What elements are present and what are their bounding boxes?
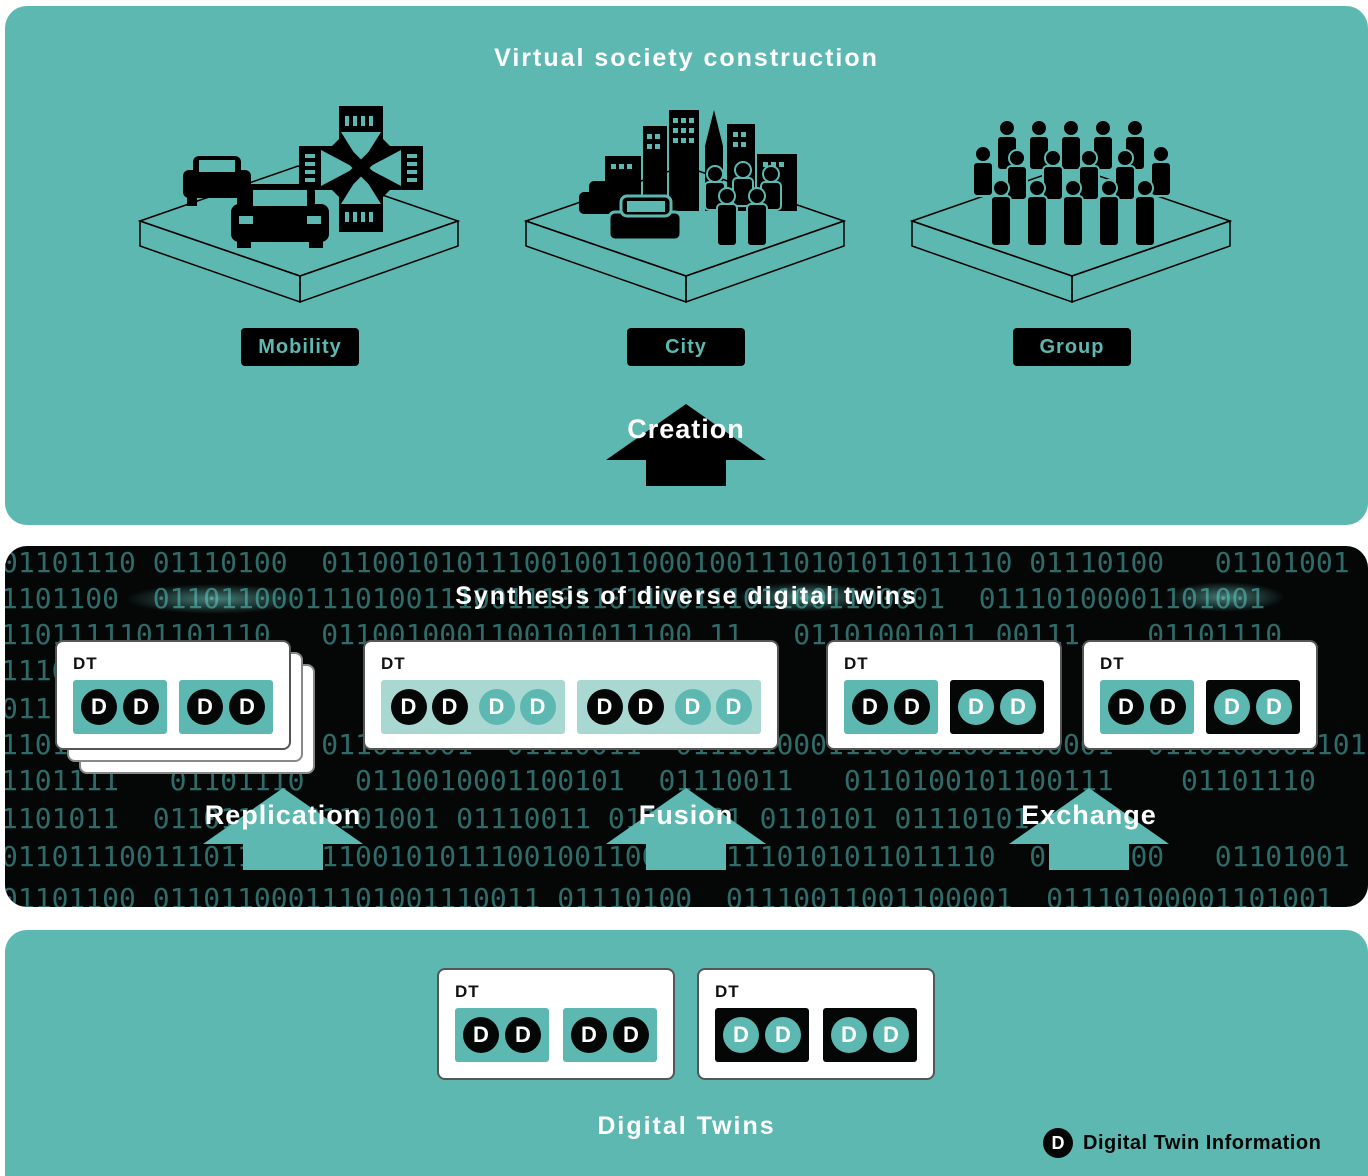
digital-twin-info-icon: D (873, 1017, 909, 1053)
virtual-society-title: Virtual society construction (494, 44, 879, 72)
legend: D Digital Twin Information (1043, 1128, 1321, 1158)
glow-effect (1165, 582, 1285, 612)
glow-effect (125, 584, 305, 614)
digital-twin-group: D D (1100, 680, 1194, 734)
synthesis-title: Synthesis of diverse digital twins (455, 582, 918, 610)
digital-twin-info-icon: D (1108, 689, 1144, 725)
digital-twin-group: D D (73, 680, 167, 734)
digital-twin-info-icon: D (81, 689, 117, 725)
digital-twin-info-icon: D (852, 689, 888, 725)
digital-twin-info-icon: D (505, 1017, 541, 1053)
digital-twin-info-icon: D (715, 689, 752, 725)
digital-twin-info-icon: D (627, 689, 664, 725)
creation-arrow (606, 404, 766, 486)
legend-d-icon: D (1043, 1128, 1073, 1158)
digital-twin-group: D D (179, 680, 273, 734)
digital-twins-panel: DT D D D D DT D D D D Digital Twins D Di… (5, 930, 1368, 1176)
digital-twin-info-icon: D (586, 689, 623, 725)
dt-label: DT (715, 982, 740, 1001)
digital-twin-info-icon: D (519, 689, 556, 725)
platform-label-city: City (627, 328, 745, 366)
digital-twin-info-icon: D (894, 689, 930, 725)
digital-twin-info-icon: D (1256, 689, 1292, 725)
dt-card-exchange-1: DT D D D D (826, 640, 1062, 750)
dt-card-exchange-2: DT D D D D (1082, 640, 1318, 750)
digital-twin-info-icon: D (831, 1017, 867, 1053)
dt-card-replication: DT D D D D (55, 640, 291, 750)
digital-twin-info-icon: D (390, 689, 427, 725)
digital-twin-info-icon: D (613, 1017, 649, 1053)
digital-twin-group: D D (563, 1008, 657, 1062)
digital-twin-group: D D (715, 1008, 809, 1062)
platforms-illustration (137, 106, 1233, 486)
digital-twin-group: D D D D (577, 680, 761, 734)
digital-twin-info-icon: D (723, 1017, 759, 1053)
digital-twin-group: D D (1206, 680, 1300, 734)
digital-twin-group: D D (823, 1008, 917, 1062)
legend-text: Digital Twin Information (1083, 1131, 1322, 1154)
dt-label: DT (73, 654, 98, 673)
digital-twin-info-icon: D (463, 1017, 499, 1053)
exchange-arrow (1009, 788, 1169, 870)
digital-twin-group: D D (844, 680, 938, 734)
digital-twin-info-icon: D (478, 689, 515, 725)
glow-effect (735, 582, 875, 612)
synthesis-panel: 01101110 01110100 0110010101110010011000… (5, 546, 1368, 907)
binary-line: 01101110 01110100 0110010101110010011000… (5, 546, 1350, 579)
digital-twin-info-icon: D (674, 689, 711, 725)
platform-label-group: Group (1013, 328, 1131, 366)
digital-twin-info-icon: D (1214, 689, 1250, 725)
dt-label: DT (844, 654, 869, 673)
platform-label-mobility: Mobility (241, 328, 359, 366)
exchange-label: Exchange (1021, 800, 1157, 830)
dt-label: DT (455, 982, 480, 1001)
digital-twin-info-icon: D (1150, 689, 1186, 725)
city-icon (579, 110, 797, 247)
digital-twin-info-icon: D (187, 689, 223, 725)
dt-card-base-2: DT D D D D (697, 968, 935, 1080)
replication-label: Replication (204, 800, 362, 830)
digital-twin-info-icon: D (958, 689, 994, 725)
digital-twin-group: D D (950, 680, 1044, 734)
synthesis-arrows (203, 788, 1169, 870)
fusion-arrow (606, 788, 766, 870)
mobility-icon (183, 106, 423, 248)
digital-twin-info-icon: D (431, 689, 468, 725)
digital-twin-info-icon: D (123, 689, 159, 725)
binary-line: 01101100 01101100011101001110011 0111010… (5, 882, 1333, 907)
digital-twin-info-icon: D (571, 1017, 607, 1053)
dt-card-fusion: DT D D D D D D D D (363, 640, 779, 750)
digital-twin-group: D D D D (381, 680, 565, 734)
digital-twin-group: D D (455, 1008, 549, 1062)
digital-twin-info-icon: D (1000, 689, 1036, 725)
dt-card-base-1: DT D D D D (437, 968, 675, 1080)
dt-label: DT (381, 654, 406, 673)
fusion-label: Fusion (638, 800, 734, 830)
digital-twins-title: Digital Twins (597, 1112, 776, 1140)
dt-label: DT (1100, 654, 1125, 673)
replication-arrow (203, 788, 363, 870)
digital-twin-info-icon: D (229, 689, 265, 725)
virtual-society-panel: Virtual society construction (5, 6, 1368, 525)
group-icon (972, 119, 1172, 247)
digital-twin-info-icon: D (765, 1017, 801, 1053)
creation-label: Creation (627, 414, 745, 444)
